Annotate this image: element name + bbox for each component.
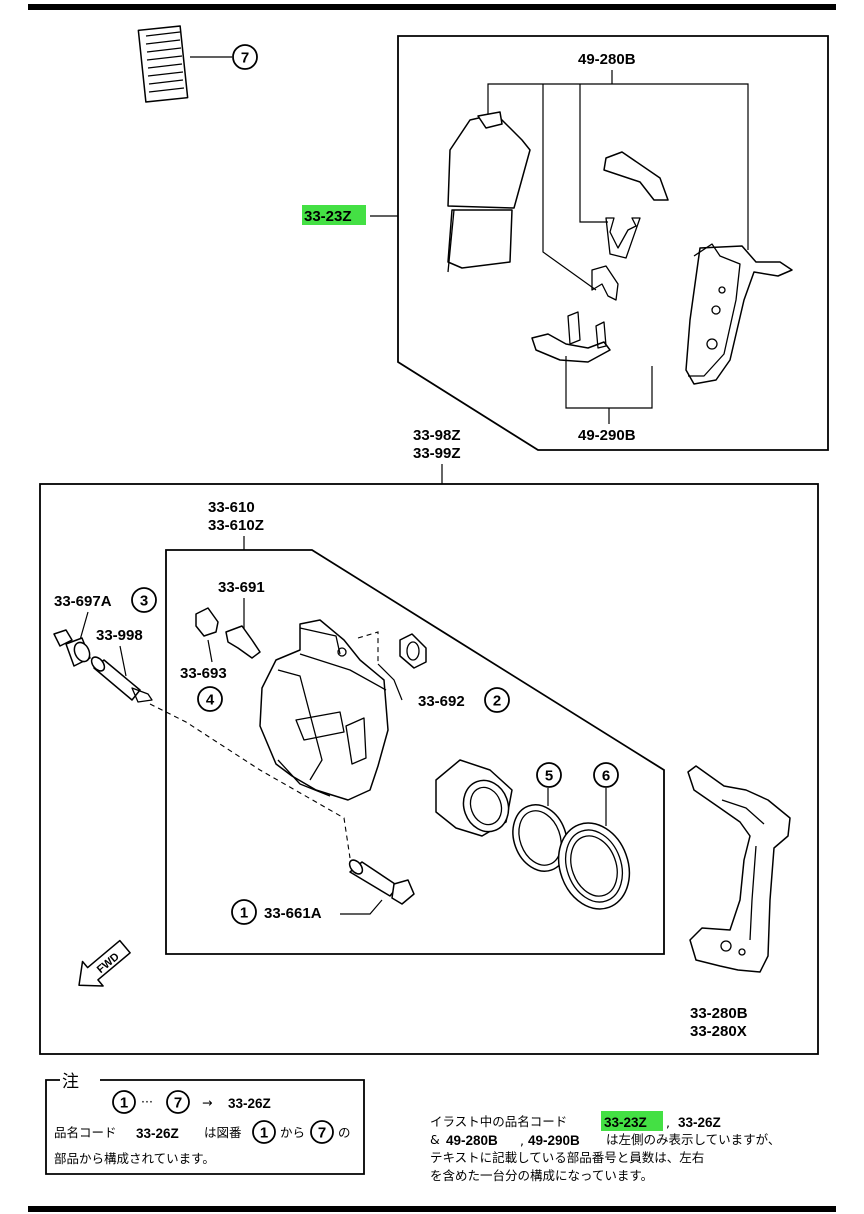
label-bleeder-cap: 33-693 [180,665,227,682]
svg-text:→: → [202,1095,212,1110]
svg-text:1: 1 [240,905,248,922]
label-bracket-2: 33-280X [690,1023,747,1040]
svg-text:33-26Z: 33-26Z [228,1096,271,1111]
label-lock-pin: 33-661A [264,905,322,922]
callout-3: 3 [131,587,157,613]
bleeder-cap-part [195,607,219,637]
svg-text:1: 1 [120,1095,128,1112]
label-bleeder-screw: 33-691 [218,579,265,596]
svg-text:は図番: は図番 [204,1125,242,1140]
svg-text:33-26Z: 33-26Z [678,1115,721,1130]
label-caliper-body-1: 33-610 [208,499,255,516]
callout-7-top: 7 [232,44,258,70]
lock-pin-part [348,859,415,905]
piston-seal-part-5 [512,804,568,872]
callout-1: 1 [231,899,257,925]
remark-text: イラスト中の品名コード 33-23Z , 33-26Z & 49-280B , … [430,1111,780,1183]
caliper-assembly-frame [39,483,819,1055]
label-bushing: 33-998 [96,627,143,644]
svg-text:&: & [430,1132,440,1147]
callout-4: 4 [197,686,223,712]
svg-text:2: 2 [493,693,501,710]
svg-text:5: 5 [545,768,553,785]
top-rule [28,4,836,10]
label-guide-pin: 33-697A [54,593,112,610]
svg-text:6: 6 [602,768,610,785]
bottom-rule [28,1206,836,1212]
svg-text:品名コード: 品名コード [54,1125,117,1140]
svg-text:テキストに記載している部品番号と員数は、左右: テキストに記載している部品番号と員数は、左右 [430,1150,704,1165]
remark-highlight [601,1111,663,1131]
grease-pack-part-7 [137,25,232,103]
label-shim-lower: 49-290B [578,427,636,444]
svg-text:7: 7 [174,1095,182,1112]
svg-text:,: , [520,1133,524,1148]
note-box: 注 1 ··· 7 → 33-26Z 品名コード 33-26Z は図番 1 から… [45,1072,365,1175]
label-bracket-1: 33-280B [690,1005,748,1022]
svg-text:1: 1 [260,1125,268,1142]
svg-text:を含めた一台分の構成になっています。: を含めた一台分の構成になっています。 [430,1168,653,1183]
callout-5: 5 [536,762,562,788]
outer-brake-pad [685,243,793,385]
svg-text:は左側のみ表示していますが、: は左側のみ表示していますが、 [606,1132,780,1147]
svg-text:から: から [280,1125,305,1140]
svg-text:7: 7 [241,50,249,67]
svg-text:の: の [338,1125,351,1140]
svg-text:4: 4 [206,692,215,709]
svg-text:···: ··· [141,1094,153,1109]
label-dust-boot: 33-692 [418,693,465,710]
caliper-body-frame [165,549,665,955]
svg-text:イラスト中の品名コード: イラスト中の品名コード [430,1114,567,1129]
inner-brake-pad [447,111,531,273]
caliper-piston-part [435,759,513,837]
svg-text:33-26Z: 33-26Z [136,1126,179,1141]
svg-text:49-280B: 49-280B [446,1133,498,1148]
guide-pin-part [53,629,91,667]
bushing-part [90,656,153,703]
bleeder-screw-part [225,625,261,659]
label-caliper-assy-1: 33-98Z [413,427,461,444]
svg-text:3: 3 [140,593,148,610]
caliper-bracket-part [687,765,791,973]
pad-kit-frame [397,35,829,451]
upper-shim-clips [591,151,669,301]
svg-text:7: 7 [318,1125,326,1142]
svg-text:部品から構成されています。: 部品から構成されています。 [54,1151,215,1166]
forward-direction-arrow: FWD [78,939,131,987]
label-caliper-assy-2: 33-99Z [413,445,461,462]
callout-6: 6 [593,762,619,788]
callout-2: 2 [484,687,510,713]
pad-set-highlight [302,205,366,225]
pin-dust-boot-part [399,633,427,669]
caliper-body-part [259,619,389,801]
label-pad-set: 33-23Z [304,208,352,225]
svg-text:,: , [666,1115,670,1130]
piston-boot-part-6 [557,822,631,910]
note-heading: 注 [62,1072,79,1092]
svg-text:49-290B: 49-290B [528,1133,580,1148]
label-caliper-body-2: 33-610Z [208,517,264,534]
label-shim-upper: 49-280B [578,51,636,68]
lower-shim-clips [531,311,611,363]
svg-text:33-23Z: 33-23Z [604,1115,647,1130]
